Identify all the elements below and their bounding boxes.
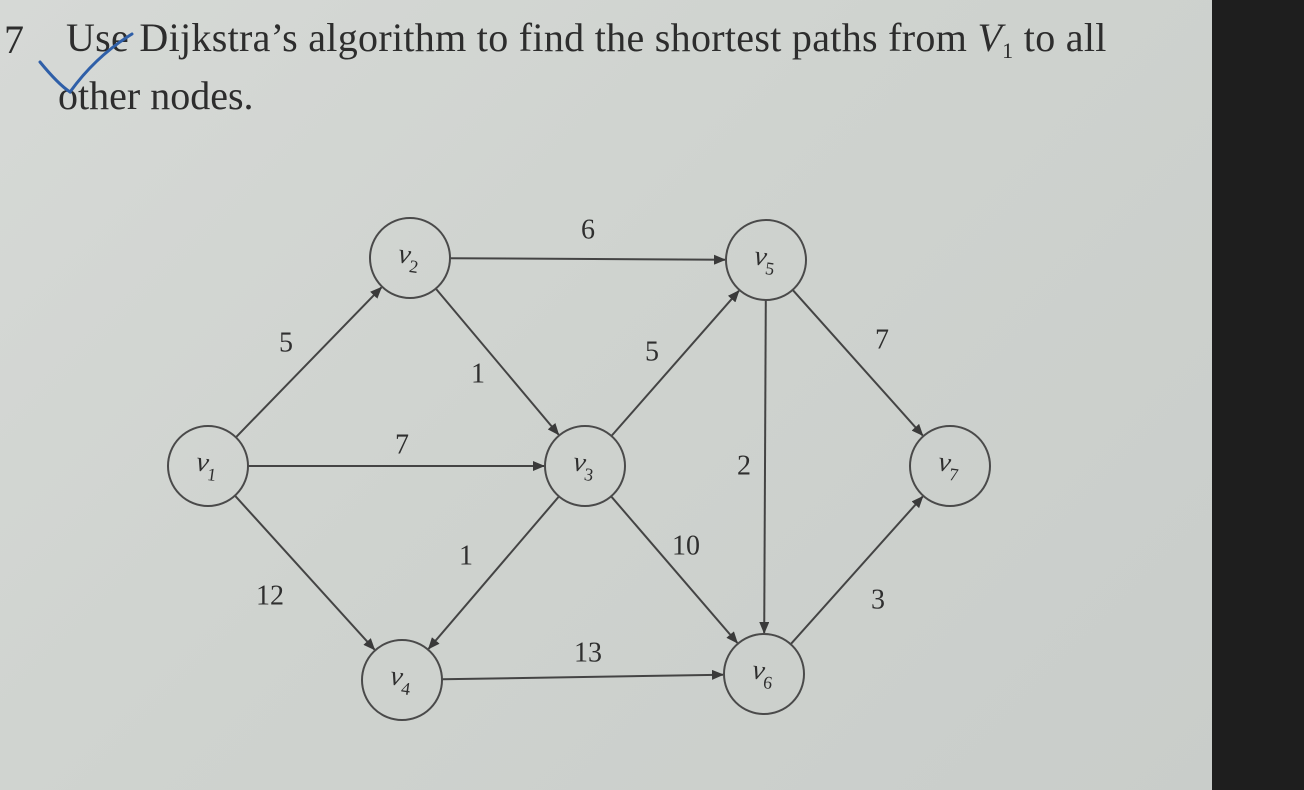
node-circle-v1 [167,425,249,507]
node-circle-v7 [909,425,991,507]
node-label-v5: v5 [752,241,778,280]
source-node-var: V [977,15,1003,60]
edge-v6-v7 [789,495,924,645]
edge-v1-v4 [234,494,376,651]
edge-weight-v1-v3: 7 [395,429,409,460]
edge-v5-v6 [759,299,770,634]
weighted-directed-graph: 5 7 12 1 6 1 5 10 13 2 7 3 v1 v2 v3 v4 v5 v6 v7 [38,32,991,721]
node-v7: v7 [909,425,991,507]
node-label-v1: v1 [194,447,220,486]
edge-weight-v2-v3: 1 [471,358,485,389]
edge-weight-v3-v6: 10 [672,530,700,561]
question-number: 7 [4,17,24,62]
checkmark-icon [38,32,134,95]
node-circle-v3 [544,425,626,507]
node-label-v3: v3 [571,447,597,486]
node-circle-v6 [723,633,805,715]
edge-v1-v2 [235,286,383,438]
edge-v4-v6 [441,669,724,681]
edge-v2-v5 [449,254,726,265]
edge-v3-v6 [610,495,739,644]
edge-weight-v6-v7: 3 [871,584,885,615]
node-circle-v2 [369,217,451,299]
edge-v3-v5 [610,290,740,437]
edge-weight-v5-v6: 2 [737,450,751,481]
node-circle-v4 [361,639,443,721]
question-text-line1: Use Dijkstra’s algorithm to find the sho… [66,18,1107,62]
edge-weight-v4-v6: 13 [574,637,602,668]
question-tail: to all [1023,15,1107,60]
textbook-page: 7 Use Dijkstra’s algorithm to find the s… [0,0,1212,790]
node-v6: v6 [723,633,805,715]
edge-weight-v1-v2: 5 [279,327,293,358]
edge-weight-v1-v4: 12 [256,580,284,611]
node-label-v4: v4 [388,661,414,700]
node-v4: v4 [361,639,443,721]
node-circle-v5 [725,219,807,301]
edge-v5-v7 [791,289,924,437]
dark-background-strip [1212,0,1304,790]
edge-weight-v3-v5: 5 [645,336,659,367]
question-text: Use Dijkstra’s algorithm to find the sho… [66,15,968,60]
edge-weight-v2-v5: 6 [581,214,595,245]
node-v3: v3 [544,425,626,507]
node-label-v2: v2 [396,239,422,278]
edge-v2-v3 [435,287,560,436]
node-v2: v2 [369,217,451,299]
edge-v3-v4 [427,495,560,650]
question-text-line2: other nodes. [58,73,254,118]
edge-weight-v3-v4: 1 [459,540,473,571]
node-label-v6: v6 [750,655,776,694]
source-node-sub: 1 [1002,38,1014,63]
node-v5: v5 [725,219,807,301]
edge-weight-v5-v7: 7 [875,324,889,355]
node-v1: v1 [167,425,249,507]
node-label-v7: v7 [936,447,962,486]
